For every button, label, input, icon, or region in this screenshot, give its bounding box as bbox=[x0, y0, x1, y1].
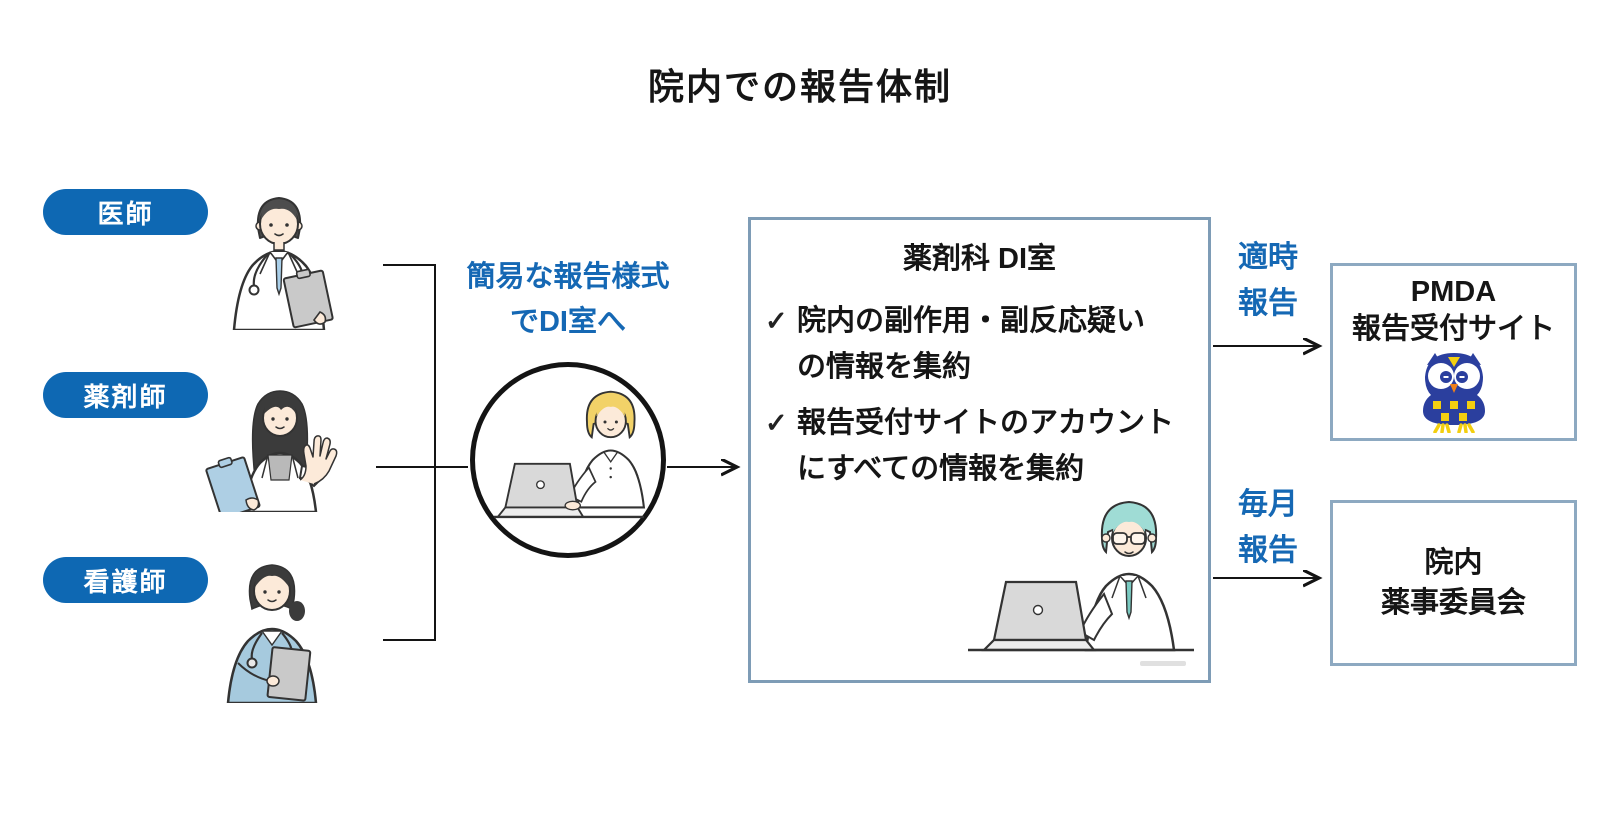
nurse-illustration bbox=[226, 564, 318, 703]
di-item-1-line2: の情報を集約 bbox=[797, 351, 972, 383]
role-label-nurse: 看護師 bbox=[83, 566, 168, 597]
di-item-1: ✓ 院内の副作用・副反応疑い の情報を集約 bbox=[765, 298, 1145, 390]
role-pill-doctor: 医師 bbox=[43, 189, 208, 235]
flow-label-monthly-line2: 報告 bbox=[1238, 534, 1298, 567]
flow-label-timely: 適時 報告 bbox=[1220, 235, 1316, 327]
committee-box-line2: 薬事委員会 bbox=[1380, 587, 1526, 619]
di-item-2-line1: 報告受付サイトのアカウント bbox=[797, 407, 1175, 439]
page-title: 院内での報告体制 bbox=[647, 66, 952, 107]
pmda-box-line2: 報告受付サイト bbox=[1351, 313, 1555, 345]
di-item-1-line1: 院内の副作用・副反応疑い bbox=[797, 305, 1146, 337]
di-item-2-text: 報告受付サイトのアカウント にすべての情報を集約 bbox=[797, 400, 1174, 492]
bracket-line bbox=[383, 264, 436, 641]
pmda-box-line1: PMDA bbox=[1410, 276, 1497, 308]
flow-label-monthly: 毎月 報告 bbox=[1220, 482, 1316, 574]
di-pharmacist-illustration bbox=[968, 500, 1194, 652]
di-item-2-line2: にすべての情報を集約 bbox=[797, 453, 1085, 485]
flow-note-line1: 簡易な報告様式 bbox=[466, 261, 670, 293]
pharmacist-illustration bbox=[205, 390, 338, 512]
role-pill-nurse: 看護師 bbox=[43, 557, 208, 603]
committee-box: 院内 薬事委員会 bbox=[1330, 500, 1577, 666]
flow-label-timely-line2: 報告 bbox=[1238, 287, 1298, 320]
image-watermark bbox=[1140, 661, 1186, 666]
check-icon: ✓ bbox=[765, 408, 788, 438]
flow-note: 簡易な報告様式 でDI室へ bbox=[448, 255, 688, 345]
di-room-title: 薬剤科 DI室 bbox=[902, 243, 1057, 275]
check-icon: ✓ bbox=[765, 306, 788, 336]
flow-label-monthly-line1: 毎月 bbox=[1238, 488, 1298, 521]
di-item-1-text: 院内の副作用・副反応疑い の情報を集約 bbox=[797, 298, 1145, 390]
role-label-pharmacist: 薬剤師 bbox=[83, 381, 168, 412]
di-operator-illustration bbox=[493, 390, 646, 519]
pmda-box: PMDA 報告受付サイト bbox=[1330, 263, 1577, 441]
committee-box-line1: 院内 bbox=[1424, 547, 1483, 579]
di-room-box: 薬剤科 DI室 ✓ 院内の副作用・副反応疑い の情報を集約 ✓ 報告受付サイトの… bbox=[748, 217, 1211, 683]
flow-label-timely-line1: 適時 bbox=[1238, 241, 1298, 274]
role-label-doctor: 医師 bbox=[97, 198, 154, 229]
owl-wrap bbox=[1333, 351, 1574, 433]
pmda-owl-icon bbox=[1422, 353, 1485, 433]
di-item-2: ✓ 報告受付サイトのアカウント にすべての情報を集約 bbox=[765, 400, 1174, 492]
flow-note-line2: でDI室へ bbox=[509, 306, 626, 338]
role-pill-pharmacist: 薬剤師 bbox=[43, 372, 208, 418]
di-operator-circle bbox=[470, 362, 666, 558]
doctor-illustration bbox=[232, 197, 334, 330]
